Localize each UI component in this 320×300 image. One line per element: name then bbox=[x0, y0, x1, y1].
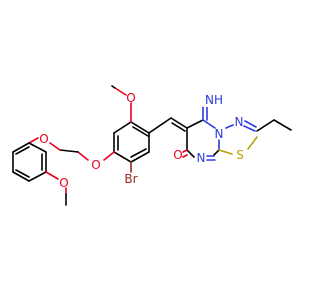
bond bbox=[28, 171, 47, 182]
bond bbox=[273, 119, 292, 131]
bond bbox=[186, 119, 204, 129]
bond bbox=[243, 125, 256, 132]
imine-nh-label: NH bbox=[205, 93, 223, 107]
ring-n1-label: N bbox=[215, 127, 224, 141]
bond bbox=[225, 124, 234, 129]
bond bbox=[59, 149, 79, 153]
bond bbox=[182, 149, 188, 153]
label-backdrop bbox=[203, 93, 224, 107]
bond bbox=[45, 171, 59, 180]
ring-n2-label: N bbox=[235, 115, 244, 129]
bond bbox=[103, 151, 115, 161]
bond bbox=[170, 117, 188, 129]
carbonyl-o-label: O bbox=[173, 148, 182, 162]
bond bbox=[202, 119, 216, 129]
ring-n3-label: N bbox=[197, 151, 206, 165]
bond bbox=[15, 146, 30, 155]
bond bbox=[111, 85, 116, 89]
sulfur-label: S bbox=[236, 148, 244, 162]
bond bbox=[244, 120, 257, 128]
bond bbox=[186, 149, 195, 158]
bond bbox=[28, 142, 47, 153]
ether-o1-label: O bbox=[91, 158, 100, 172]
bond bbox=[213, 149, 220, 156]
bond bbox=[247, 136, 258, 150]
bond bbox=[182, 154, 188, 158]
bonds bbox=[12, 85, 292, 206]
chemical-structure: NH N N N S O O Br O O O bbox=[12, 85, 292, 206]
bond bbox=[12, 171, 30, 182]
bond bbox=[113, 151, 132, 163]
bond bbox=[256, 119, 275, 132]
bond bbox=[114, 87, 127, 96]
ether-o2-label: O bbox=[39, 132, 48, 146]
atom-labels: NH N N N S O O Br O O O bbox=[39, 91, 244, 190]
methoxy-left-o-label: O bbox=[59, 176, 68, 190]
bond bbox=[130, 121, 150, 134]
bond bbox=[148, 117, 172, 134]
bond bbox=[218, 149, 233, 155]
bond bbox=[113, 121, 132, 134]
methoxy-top-o-label: O bbox=[126, 91, 135, 105]
bond bbox=[12, 142, 30, 153]
bond bbox=[130, 148, 147, 158]
bond bbox=[130, 151, 150, 163]
bond bbox=[132, 126, 149, 137]
bond bbox=[49, 142, 61, 151]
bond bbox=[171, 122, 186, 132]
bromine-label: Br bbox=[124, 172, 137, 186]
bond bbox=[28, 137, 39, 144]
bond bbox=[77, 151, 89, 161]
bond bbox=[15, 169, 30, 178]
